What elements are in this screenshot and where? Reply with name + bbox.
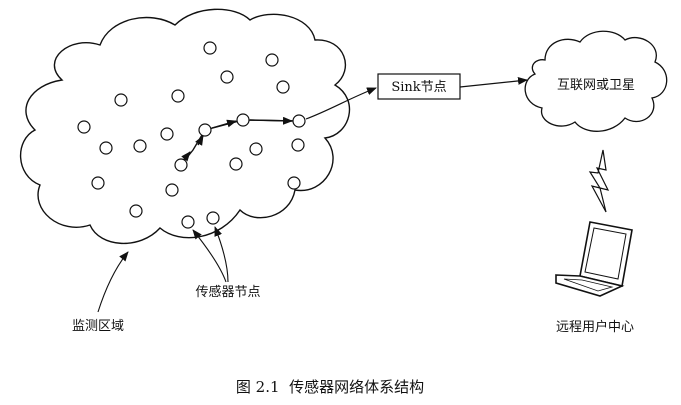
laptop-screen-inner bbox=[584, 227, 627, 280]
sensor-node bbox=[229, 157, 243, 171]
routing-path bbox=[174, 113, 306, 172]
routing-path-arrow-4 bbox=[249, 116, 293, 125]
sensor-label-pointer-left bbox=[192, 229, 227, 283]
route-node bbox=[174, 158, 188, 172]
sensor-node bbox=[114, 93, 128, 107]
sensor-node bbox=[77, 120, 91, 134]
internet-cloud-label: 互联网或卫星 bbox=[557, 78, 635, 93]
sensor-node bbox=[249, 142, 263, 156]
arrow-to-internet bbox=[459, 76, 528, 88]
sensor-node bbox=[129, 204, 143, 218]
sensor-node bbox=[276, 80, 290, 94]
arrow-to-sink bbox=[305, 87, 377, 120]
sensor-node bbox=[181, 215, 195, 229]
routing-path-arrow-3 bbox=[211, 119, 237, 129]
sensor-node-label: 传感器节点 bbox=[195, 284, 260, 300]
route-node bbox=[198, 123, 212, 137]
sensor-nodes bbox=[77, 41, 305, 229]
laptop-icon bbox=[555, 221, 633, 297]
monitoring-area-cloud bbox=[19, 8, 351, 245]
sensor-node bbox=[265, 53, 279, 67]
sensor-node bbox=[99, 141, 113, 155]
laptop-base bbox=[555, 274, 625, 297]
remote-user-label: 远程用户中心 bbox=[556, 319, 634, 335]
sensor-node bbox=[91, 176, 105, 190]
sensor-node bbox=[203, 41, 217, 55]
sensor-node bbox=[171, 89, 185, 103]
sensor-label-pointer-right bbox=[214, 226, 229, 283]
sink-node-label: Sink节点 bbox=[391, 80, 446, 95]
monitoring-area-label: 监测区域 bbox=[72, 319, 124, 334]
sensor-node bbox=[220, 70, 234, 84]
sensor-node bbox=[291, 138, 305, 152]
sensor-node bbox=[133, 139, 147, 153]
sensor-node bbox=[165, 183, 179, 197]
figure-caption: 图 2.1 传感器网络体系结构 bbox=[236, 378, 424, 396]
monitoring-area-pointer bbox=[97, 251, 129, 313]
lightning-bolt-icon bbox=[588, 149, 610, 213]
route-node bbox=[292, 114, 306, 128]
internet-cloud bbox=[524, 30, 668, 132]
sensor-node bbox=[287, 176, 301, 190]
route-node bbox=[236, 113, 250, 127]
sensor-node bbox=[206, 211, 220, 225]
laptop-keyboard bbox=[563, 278, 614, 292]
sensor-node bbox=[160, 127, 174, 141]
routing-path-arrow-2 bbox=[195, 135, 204, 146]
